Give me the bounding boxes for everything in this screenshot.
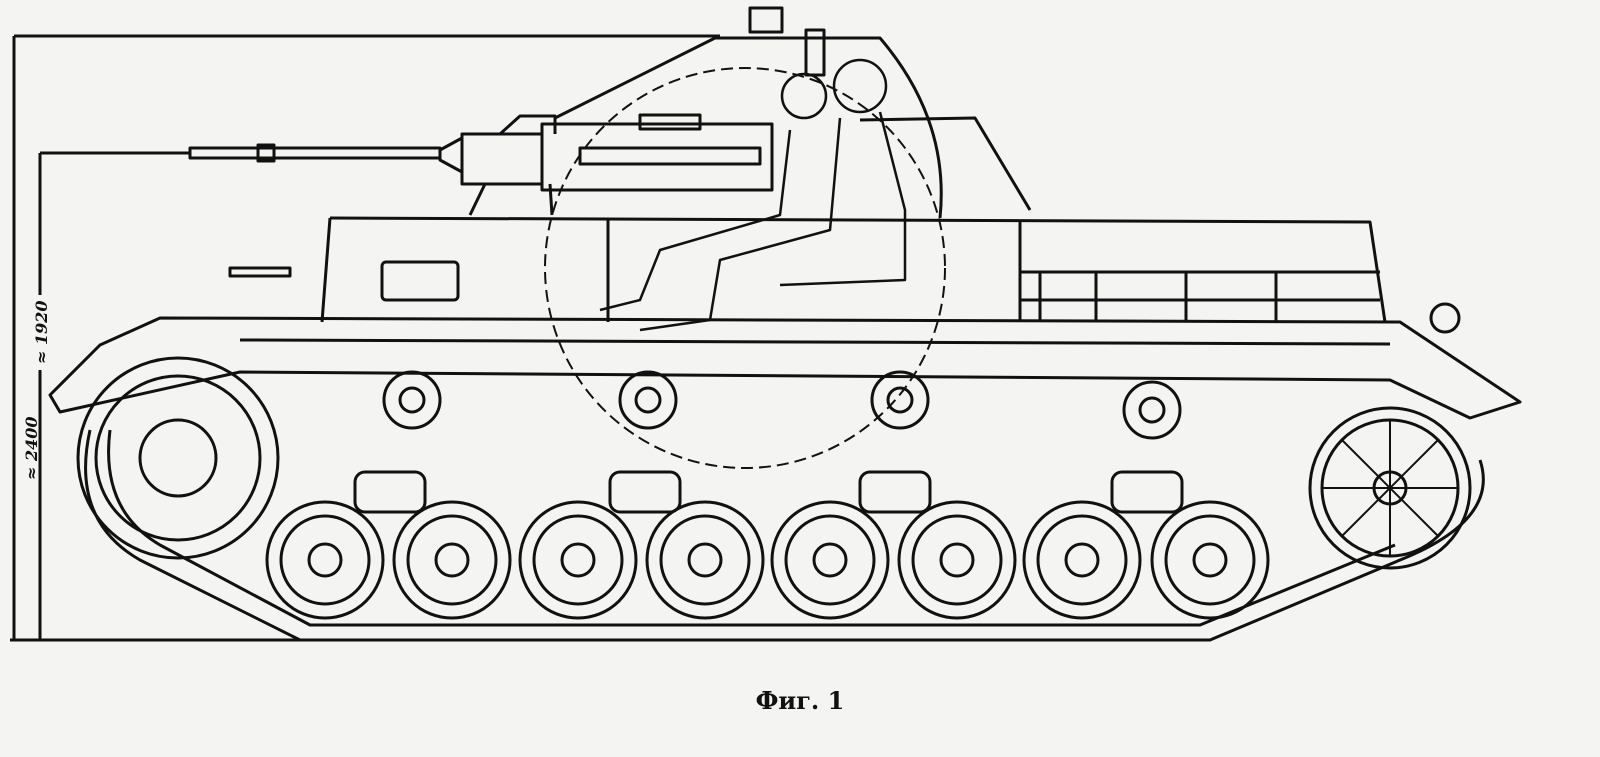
- drive-sprocket: [1308, 406, 1472, 570]
- road-wheels: [265, 500, 1270, 620]
- hull: [48, 216, 1522, 420]
- dimension-lines: [10, 34, 720, 642]
- gun: [188, 113, 774, 216]
- idler-wheel: [76, 356, 280, 560]
- return-rollers: [382, 370, 1182, 440]
- bogies: [353, 470, 1184, 514]
- overall-height-label: ≈ 2400: [22, 416, 41, 480]
- gun-height-label: ≈ 1920: [32, 300, 51, 364]
- turret: [544, 6, 1032, 469]
- crew: [599, 58, 907, 332]
- figure-caption: Фиг. 1: [755, 686, 845, 715]
